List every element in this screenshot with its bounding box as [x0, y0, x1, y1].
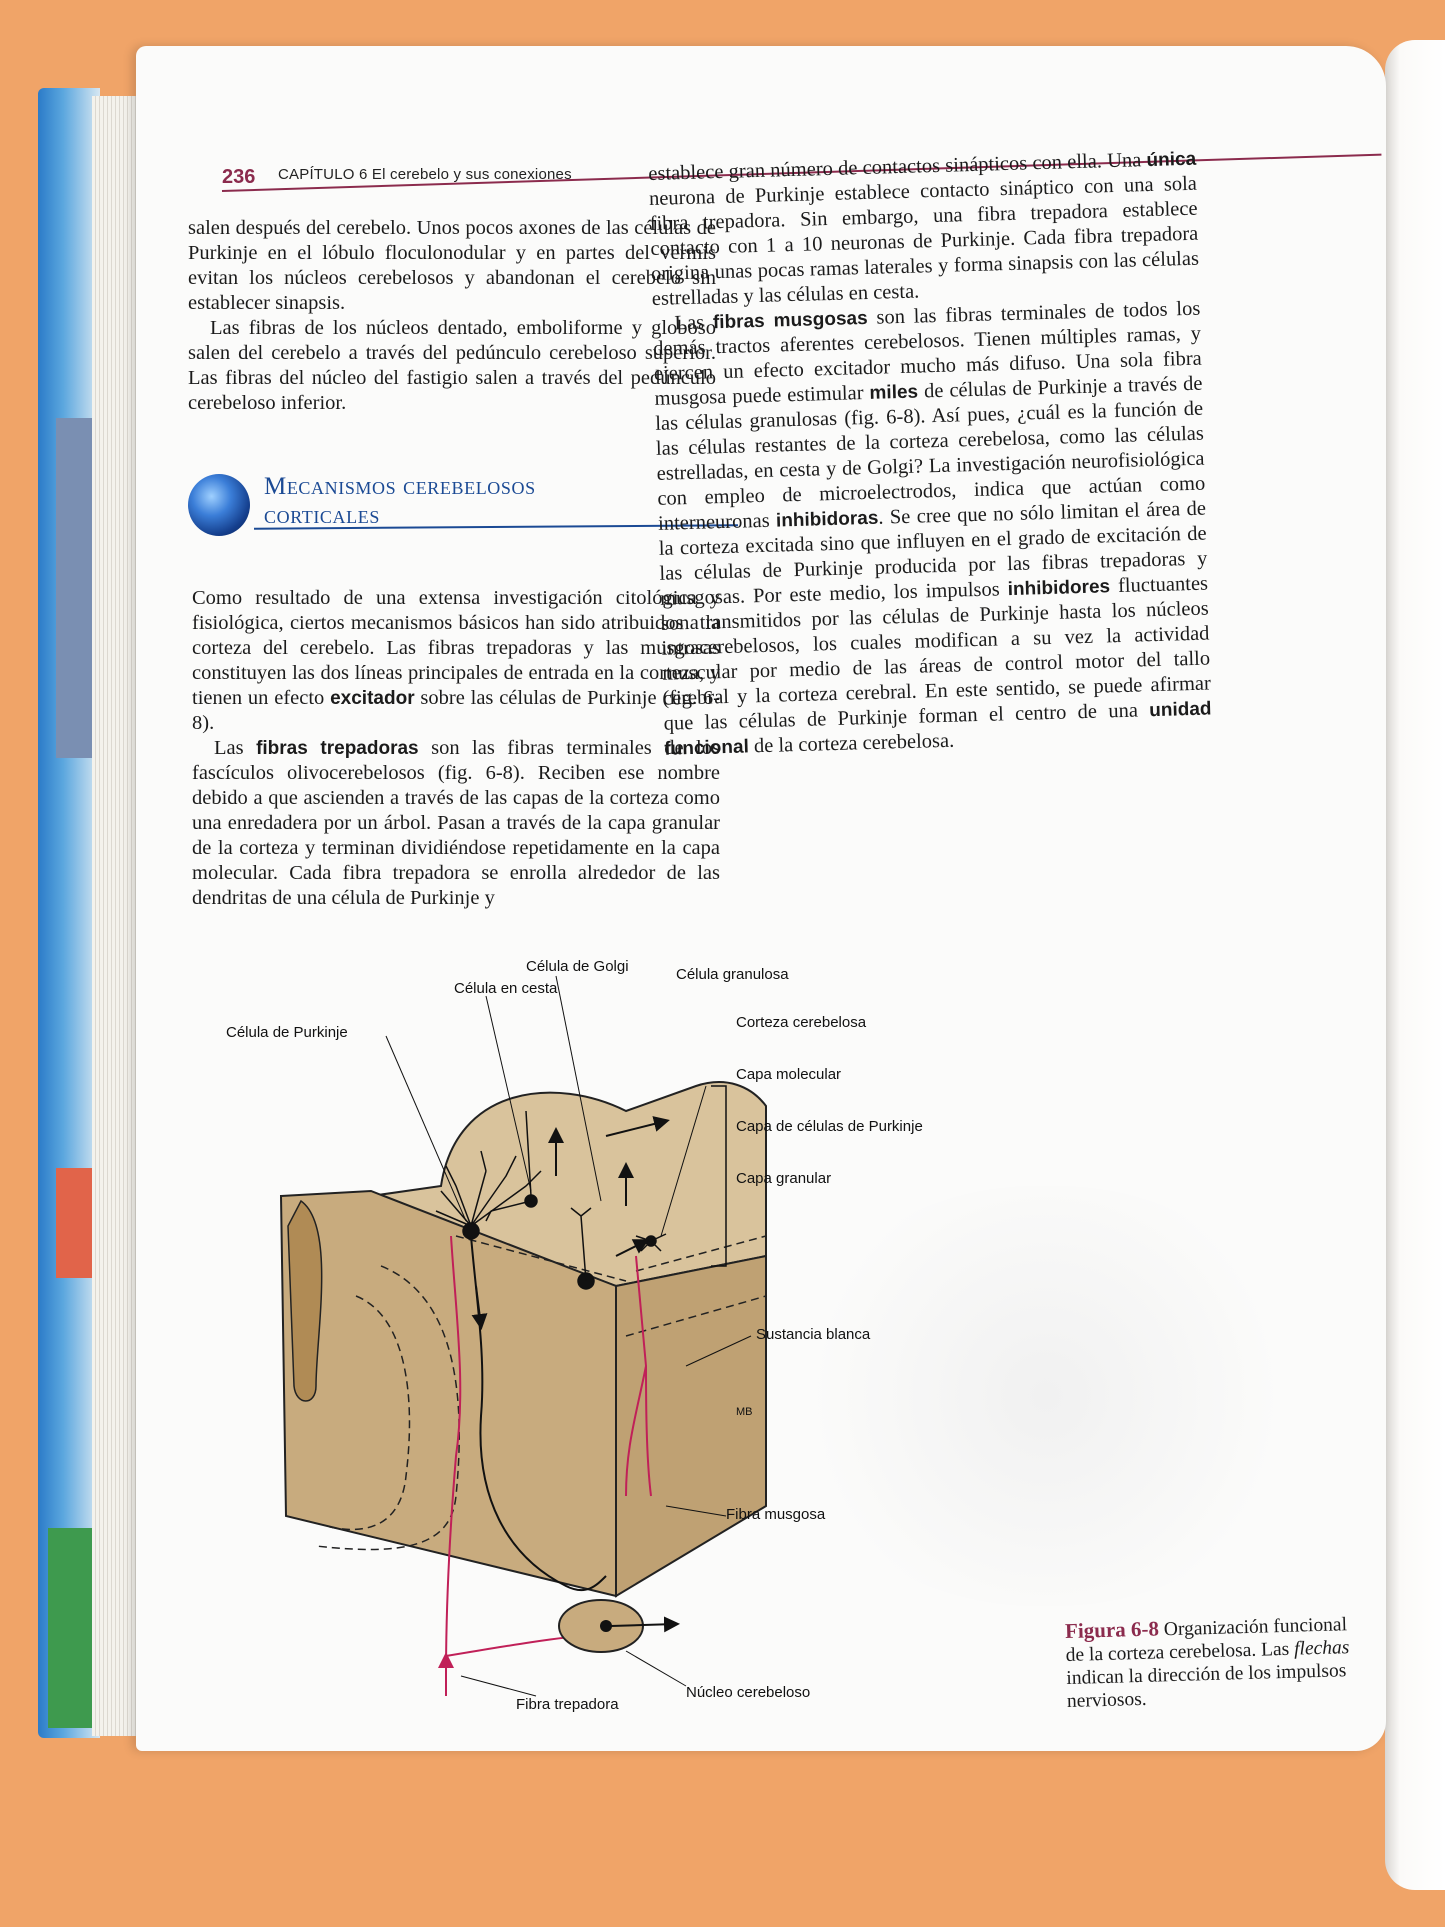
bold-term: fibras musgosas	[712, 307, 868, 334]
bold-term: inhibidores	[1007, 576, 1111, 601]
artist-signature: MB	[736, 1406, 753, 1418]
paragraph: salen después del cerebelo. Unos pocos a…	[188, 217, 716, 314]
white-matter-fold	[287, 1199, 323, 1402]
label-purkinje-cell: Célula de Purkinje	[226, 1024, 348, 1041]
bold-term: excitador	[330, 688, 415, 709]
label-golgi: Célula de Golgi	[526, 958, 629, 975]
label-nucleo: Núcleo cerebeloso	[686, 1684, 811, 1701]
label-granular: Capa granular	[736, 1170, 832, 1187]
cerebellar-cortex-diagram	[279, 975, 767, 1697]
cover-stripe	[56, 418, 96, 758]
basket-cell	[485, 1110, 538, 1222]
text: neurona de Purkinje establece contacto s…	[648, 172, 1200, 310]
paragraph: Las fibras de los núcleos dentado, embol…	[188, 317, 716, 414]
paragraph: Como resultado de una extensa investigac…	[192, 586, 720, 736]
bold-term: única	[1146, 148, 1197, 172]
section-title-line: Mecanismos cerebelosos	[264, 473, 536, 500]
text: de la corteza cerebelosa.	[748, 729, 955, 758]
label-cesta: Célula en cesta	[454, 980, 558, 997]
label-granulosa: Célula granulosa	[676, 966, 789, 983]
bold-term: miles	[869, 381, 919, 404]
text: son las fibras terminales de los fascícu…	[192, 737, 720, 909]
figure-6-8: Célula de Golgi Célula granulosa Célula …	[206, 936, 986, 1751]
bleed-through-shadow	[786, 1186, 1306, 1606]
book-page: 236 CAPÍTULO 6 El cerebelo y sus conexio…	[136, 46, 1386, 1751]
left-column-bottom: Como resultado de una extensa investigac…	[192, 586, 720, 911]
text: Las	[674, 311, 714, 335]
label-corteza: Corteza cerebelosa	[736, 1014, 867, 1031]
layer-bracket	[711, 1085, 727, 1267]
label-musgosa: Fibra musgosa	[726, 1506, 826, 1523]
book-cover-edge	[38, 88, 100, 1738]
label-sustancia: Sustancia blanca	[756, 1326, 871, 1343]
next-page-edge	[1385, 40, 1445, 1890]
caption-italic: flechas	[1293, 1637, 1350, 1660]
text: Como resultado de una extensa investigac…	[192, 587, 720, 709]
label-molecular: Capa molecular	[736, 1066, 842, 1083]
page-number: 236	[222, 166, 256, 188]
bold-term: fibras trepadoras	[256, 738, 419, 759]
caption-text: indican la dirección de los impulsos ner…	[1066, 1660, 1347, 1713]
mossy-fiber	[625, 1255, 652, 1497]
section-heading: Mecanismos cerebelosos corticales	[188, 466, 739, 536]
text: sobre las células de Purkinje (fig. 6-8)…	[192, 687, 720, 734]
section-title-line: corticales	[264, 502, 380, 529]
right-column: establece gran número de contactos sináp…	[648, 147, 1213, 762]
label-trepadora: Fibra trepadora	[516, 1696, 619, 1713]
paragraph: Las fibras trepadoras son las fibras ter…	[192, 736, 720, 911]
chapter-title: CAPÍTULO 6 El cerebelo y sus conexiones	[278, 166, 572, 183]
paragraph: Las fibras musgosas son las fibras termi…	[652, 297, 1212, 762]
figure-label: Figura 6-8	[1064, 1616, 1160, 1644]
bold-term: inhibidoras	[775, 507, 879, 532]
section-title: Mecanismos cerebelosos corticales	[264, 472, 536, 530]
cortex-block-face	[615, 1254, 767, 1598]
left-column-top: salen después del cerebelo. Unos pocos a…	[188, 216, 716, 416]
cortex-block-front	[370, 1081, 767, 1288]
text: Las	[214, 737, 257, 759]
figure-caption: Figura 6-8 Organización funcional de la …	[1065, 1612, 1357, 1713]
golgi-cell	[570, 1207, 595, 1290]
label-purkinje-layer: Capa de células de Purkinje	[736, 1118, 923, 1135]
running-header: 236 CAPÍTULO 6 El cerebelo y sus conexio…	[221, 153, 1382, 194]
cover-stripe	[48, 1528, 96, 1728]
paragraph: establece gran número de contactos sináp…	[648, 147, 1200, 312]
brain-globe-icon	[188, 474, 250, 536]
cover-stripe	[56, 1168, 96, 1278]
